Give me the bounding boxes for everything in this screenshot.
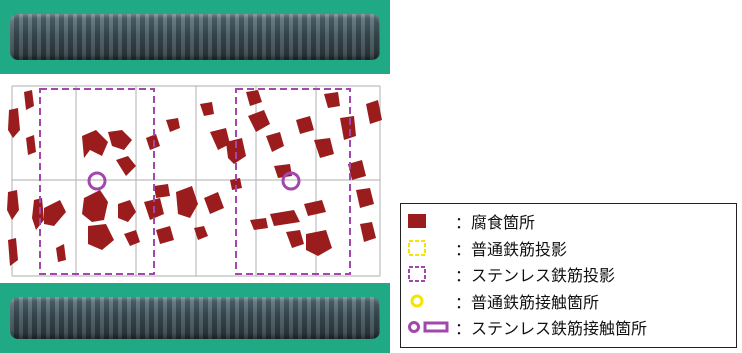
legend-item-normal-contact: ：普通鉄筋接触箇所: [407, 288, 730, 315]
stainless-contact-circle-rect-icon: [408, 321, 449, 334]
legend-item-corrosion: ：腐食箇所: [407, 208, 730, 235]
legend-item-stainless-projection: ：ステンレス鉄筋投影: [407, 261, 730, 288]
legend: ：腐食箇所 ：普通鉄筋投影 ：ステンレス鉄筋投影 ：普通鉄筋接触箇所 ：ステンレ…: [400, 203, 737, 348]
corrosion-map-svg: [4, 80, 388, 280]
stainless-contact-marker-left: [87, 171, 107, 191]
legend-label-stainless-projection: ：ステンレス鉄筋投影: [455, 266, 616, 286]
legend-item-normal-projection: ：普通鉄筋投影: [407, 235, 730, 262]
legend-item-stainless-contact: ：ステンレス鉄筋接触箇所: [407, 314, 730, 341]
stainless-contact-marker-right: [281, 171, 301, 191]
normal-projection-swatch-icon: [407, 239, 453, 257]
legend-label-normal-projection: ：普通鉄筋投影: [455, 239, 568, 259]
stainless-contact-icons: [407, 318, 453, 336]
rebar-image-top: [10, 14, 380, 60]
stainless-projection-box-left: [39, 88, 155, 275]
stainless-projection-swatch-icon: [407, 265, 453, 283]
legend-label-stainless-contact: ：ステンレス鉄筋接触箇所: [455, 319, 648, 339]
legend-label-corrosion: ：腐食箇所: [455, 213, 536, 233]
normal-contact-circle-icon: [407, 292, 453, 310]
rebar-image-bottom: [10, 297, 380, 339]
legend-label-normal-contact: ：普通鉄筋接触箇所: [455, 292, 600, 312]
corrosion-map: [4, 80, 388, 280]
rebar-photo-top: [0, 0, 390, 74]
rebar-photo-bottom: [0, 283, 390, 353]
stainless-projection-box-right: [235, 88, 351, 275]
map-grid: [11, 85, 381, 277]
corrosion-swatch-icon: [407, 213, 453, 229]
